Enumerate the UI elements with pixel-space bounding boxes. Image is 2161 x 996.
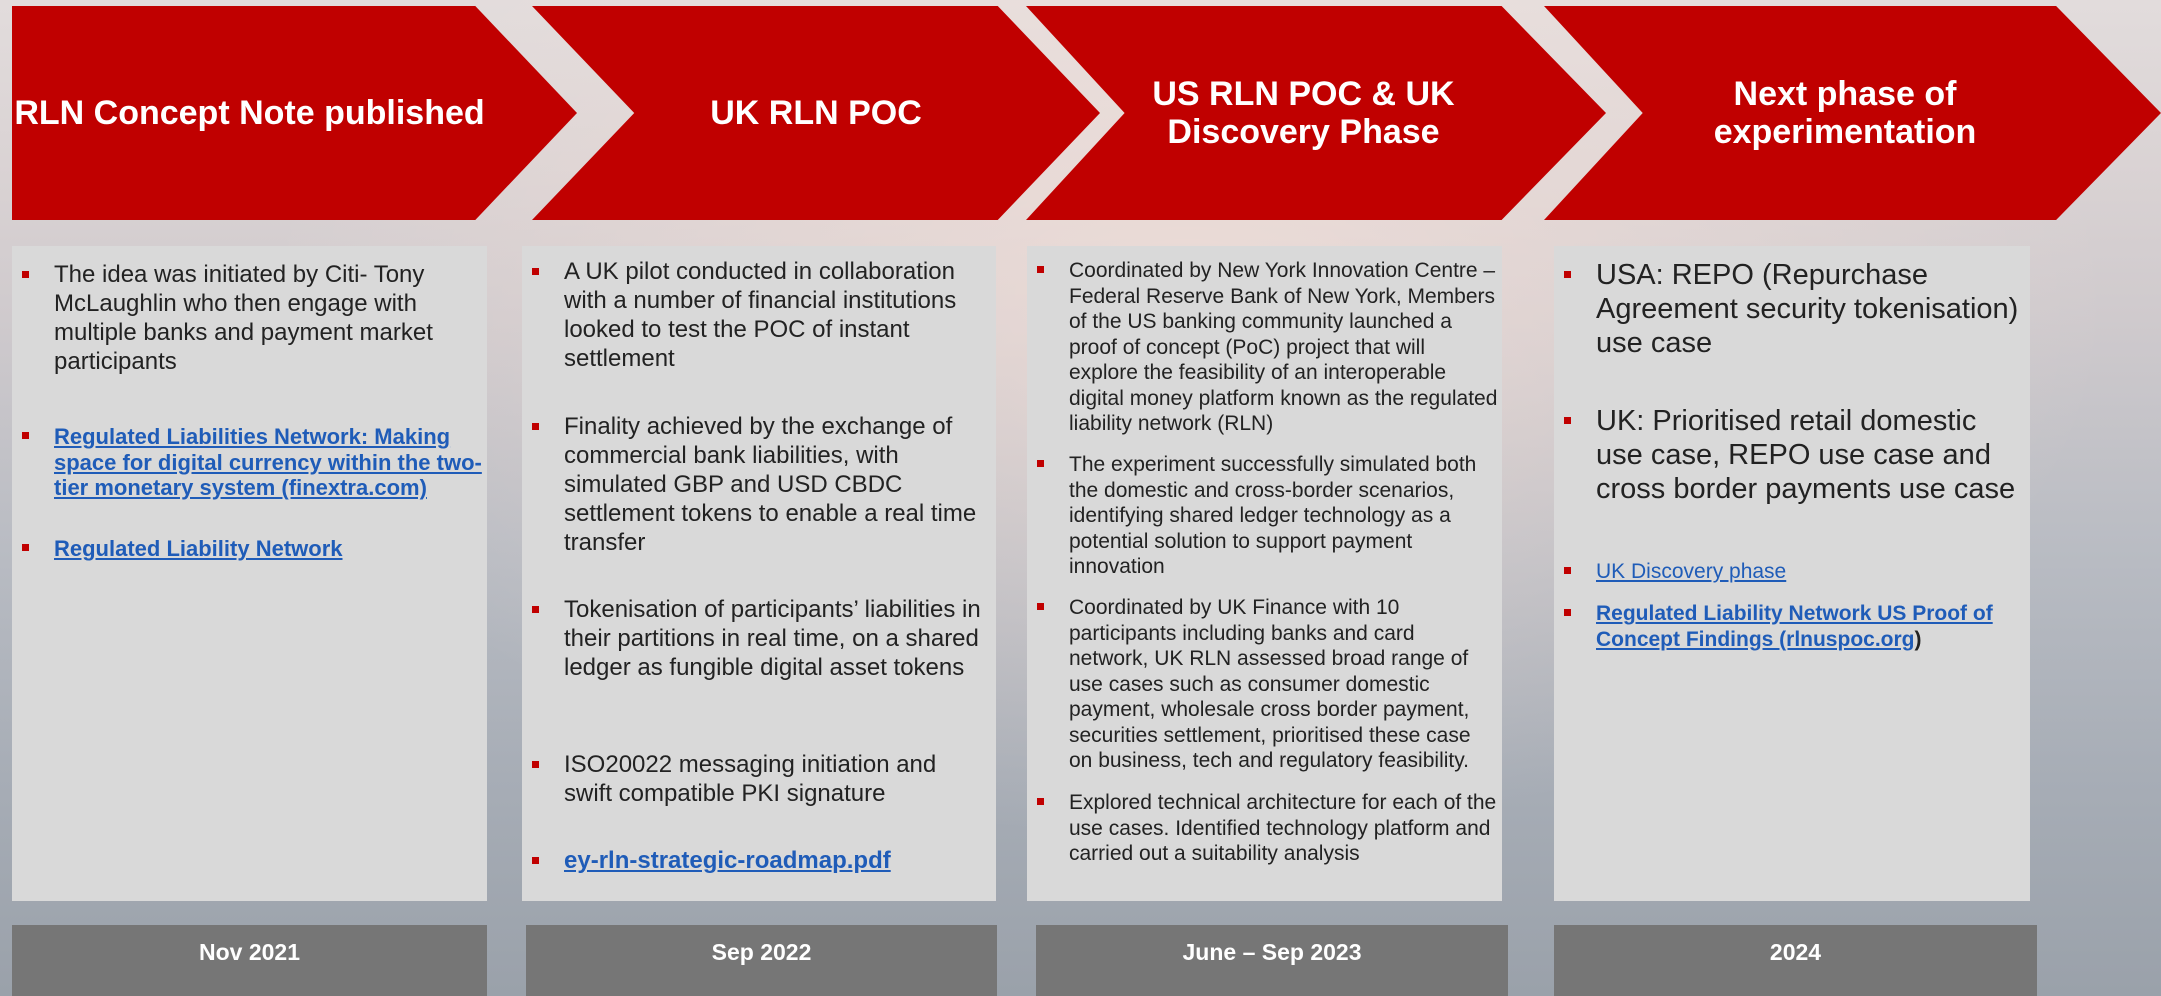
closing-paren: ) — [1914, 627, 1922, 651]
list-item: ISO20022 messaging initiation and swift … — [532, 750, 984, 808]
ey-roadmap-pdf-link[interactable]: ey-rln-strategic-roadmap.pdf — [564, 847, 891, 874]
list-item: Finality achieved by the exchange of com… — [532, 412, 994, 557]
phase-title: US RLN POC & UK Discovery Phase — [1152, 75, 1455, 151]
bullet-marker-icon — [532, 857, 539, 864]
list-item: UK Discovery phase — [1564, 559, 2016, 585]
bullet-marker-icon — [1037, 603, 1044, 610]
bullet-marker-icon — [1564, 417, 1571, 424]
date-bar-sep-2022: Sep 2022 — [526, 925, 997, 996]
phase-title: Next phase of experimentation — [1713, 75, 1977, 151]
list-item: Regulated Liability Network — [22, 536, 464, 562]
phase-date: Sep 2022 — [711, 939, 812, 965]
phase-date: 2024 — [1769, 939, 1822, 965]
phase-panel-uk-rln-poc: A UK pilot conducted in collaboration wi… — [522, 246, 996, 901]
finextra-article-link[interactable]: Regulated Liabilities Network: Making sp… — [54, 424, 482, 500]
bullet-marker-icon — [22, 271, 29, 278]
bullet-marker-icon — [1037, 798, 1044, 805]
bullet-marker-icon — [22, 432, 29, 439]
rln-link[interactable]: Regulated Liability Network — [54, 536, 343, 561]
date-bar-2023: June – Sep 2023 — [1036, 925, 1508, 996]
date-bar-2024: 2024 — [1554, 925, 2037, 996]
phase-header-us-rln-poc: US RLN POC & UK Discovery Phase — [1026, 6, 1606, 220]
list-item: Explored technical architecture for each… — [1037, 790, 1499, 867]
bullet-marker-icon — [1037, 266, 1044, 273]
uk-discovery-phase-link[interactable]: UK Discovery phase — [1596, 560, 1787, 583]
list-item: Regulated Liability Network US Proof of … — [1564, 601, 2016, 652]
list-item: UK: Prioritised retail domestic use case… — [1564, 404, 2026, 506]
phase-panel-concept-note: The idea was initiated by Citi- Tony McL… — [12, 246, 487, 901]
phase-header-next-phase: Next phase of experimentation — [1544, 6, 2161, 220]
bullet-marker-icon — [532, 761, 539, 768]
phase-date: Nov 2021 — [198, 939, 300, 965]
bullet-marker-icon — [1564, 567, 1571, 574]
date-bar-nov-2021: Nov 2021 — [12, 925, 487, 996]
phase-title: UK RLN POC — [710, 94, 922, 132]
bullet-marker-icon — [532, 606, 539, 613]
phase-panel-us-rln-poc: Coordinated by New York Innovation Centr… — [1027, 246, 1502, 901]
phase-header-uk-rln-poc: UK RLN POC — [532, 6, 1100, 220]
list-item: USA: REPO (Repurchase Agreement security… — [1564, 258, 2026, 360]
phase-panel-next-phase: USA: REPO (Repurchase Agreement security… — [1554, 246, 2030, 901]
phase-header-concept-note: RLN Concept Note published — [12, 6, 577, 220]
list-item: A UK pilot conducted in collaboration wi… — [532, 257, 984, 373]
bullet-marker-icon — [1564, 609, 1571, 616]
list-item: Coordinated by UK Finance with 10 partic… — [1037, 595, 1499, 774]
bullet-marker-icon — [532, 423, 539, 430]
bullet-marker-icon — [532, 268, 539, 275]
bullet-marker-icon — [22, 544, 29, 551]
list-item: Coordinated by New York Innovation Centr… — [1037, 258, 1499, 437]
list-item: ey-rln-strategic-roadmap.pdf — [532, 846, 984, 875]
bullet-marker-icon — [1037, 460, 1044, 467]
list-item: Regulated Liabilities Network: Making sp… — [22, 424, 494, 501]
phase-title: RLN Concept Note published — [14, 94, 485, 132]
list-item: The idea was initiated by Citi- Tony McL… — [22, 260, 464, 376]
list-item: The experiment successfully simulated bo… — [1037, 452, 1499, 580]
list-item: Tokenisation of participants’ liabilitie… — [532, 595, 984, 682]
rln-us-poc-findings-link[interactable]: Regulated Liability Network US Proof of … — [1596, 602, 1993, 651]
bullet-marker-icon — [1564, 271, 1571, 278]
phase-date: June – Sep 2023 — [1182, 939, 1362, 965]
